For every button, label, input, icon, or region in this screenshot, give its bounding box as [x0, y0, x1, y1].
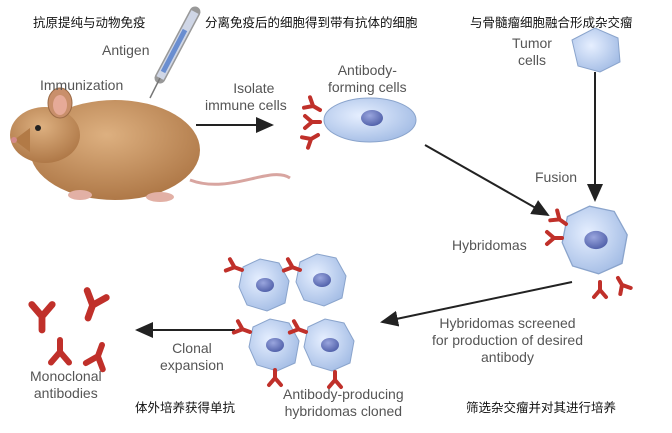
antibody-forming-cell	[300, 95, 417, 150]
isolate-line1: Isolate	[233, 80, 275, 96]
step1-annotation: 抗原提纯与动物免疫	[33, 15, 146, 30]
arrow-screening	[380, 281, 573, 327]
tumor-line1: Tumor	[512, 35, 552, 51]
isolate-label: Isolate immune cells	[205, 80, 287, 114]
cloned-line2: hybridomas cloned	[284, 403, 403, 419]
antibody-forming-cells-label: Antibody- forming cells	[328, 62, 407, 96]
step5-annotation: 筛选杂交瘤并对其进行培养	[466, 400, 617, 415]
tumor-cell	[571, 27, 621, 73]
arrow-to-hybridoma	[424, 144, 550, 216]
cloned-line1: Antibody-producing	[283, 386, 404, 402]
mono-line2: antibodies	[33, 385, 98, 401]
clonal-expansion-label: Clonal expansion	[160, 340, 224, 374]
hybridomas-label: Hybridomas	[452, 237, 527, 253]
mono-line1: Monoclonal	[30, 368, 102, 384]
syringe-icon	[149, 6, 201, 99]
afc-line1: Antibody-	[337, 62, 397, 78]
screened-line2: for production of desired	[432, 332, 583, 348]
afc-line2: forming cells	[328, 79, 407, 95]
clonal-line2: expansion	[160, 357, 224, 373]
cloned-hybridomas	[223, 253, 355, 389]
fusion-label: Fusion	[535, 169, 578, 185]
monoclonal-antibodies-label: Monoclonal antibodies	[30, 368, 102, 402]
antigen-label: Antigen	[102, 42, 150, 58]
step2-annotation: 分离免疫后的细胞得到带有抗体的细胞	[205, 15, 418, 30]
screened-label: Hybridomas screened for production of de…	[432, 315, 583, 366]
tumor-cells-label: Tumor cells	[512, 35, 552, 69]
clonal-line1: Clonal	[172, 340, 212, 356]
tumor-line2: cells	[517, 52, 546, 68]
isolate-line2: immune cells	[205, 97, 287, 113]
monoclonal-antibodies	[32, 291, 111, 370]
immunization-label: Immunization	[40, 77, 124, 93]
cloned-hybridomas-label: Antibody-producing hybridomas cloned	[283, 386, 404, 420]
step4-annotation: 体外培养获得单抗	[135, 400, 236, 415]
screened-line1: Hybridomas screened	[439, 315, 576, 331]
step3-annotation: 与骨髓瘤细胞融合形成杂交瘤	[470, 15, 633, 30]
hybridoma-cell	[545, 205, 633, 299]
mouse-illustration	[10, 87, 291, 202]
screened-line3: antibody	[481, 349, 534, 365]
